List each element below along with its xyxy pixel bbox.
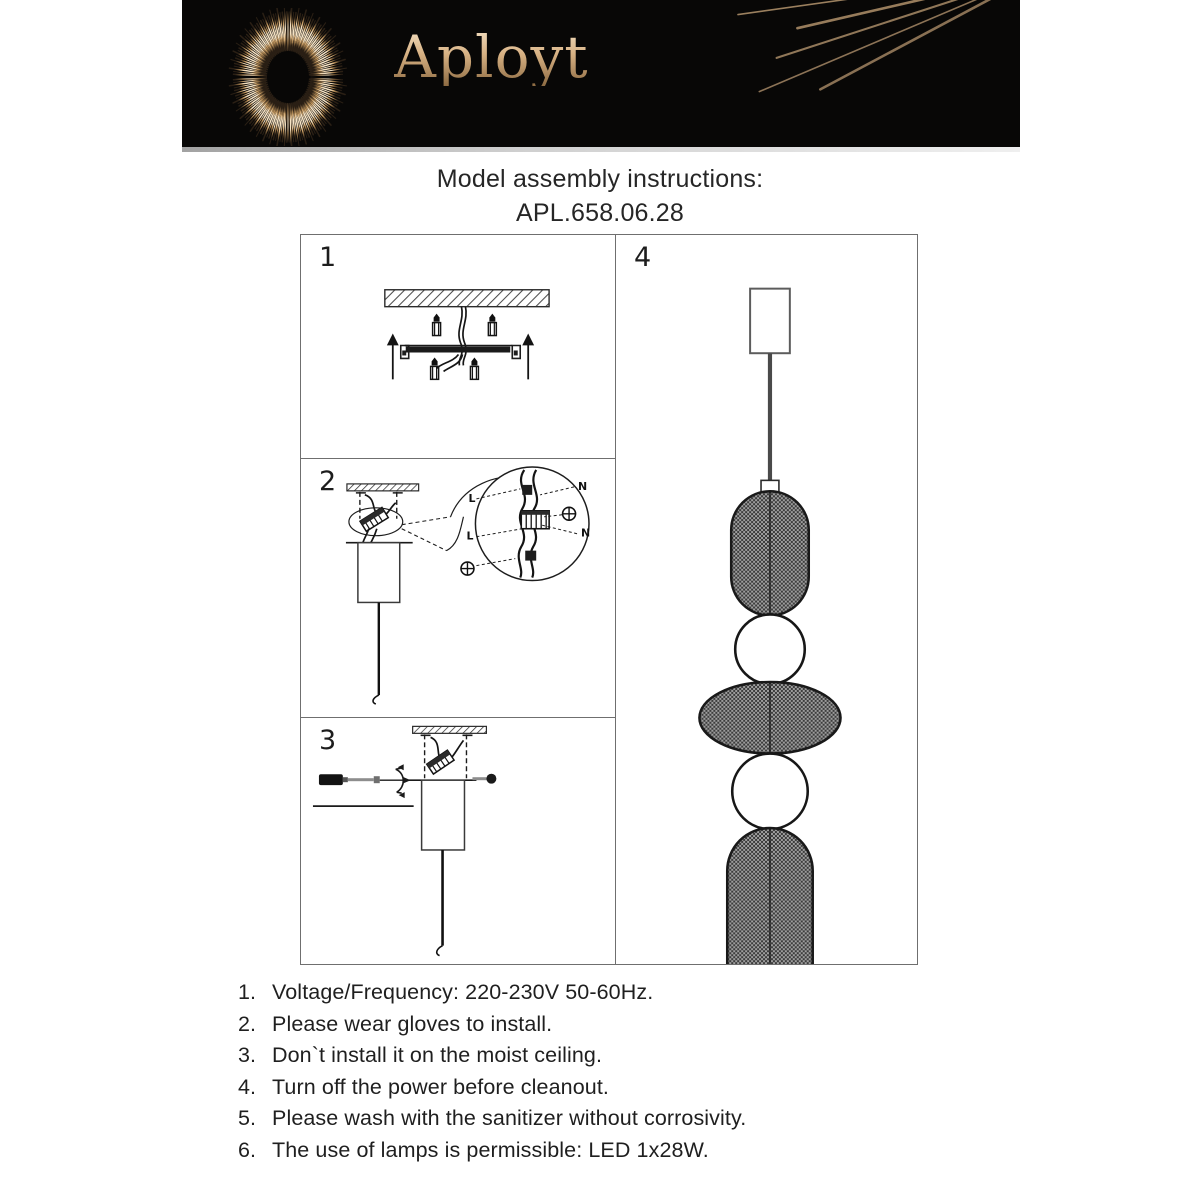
brand-banner: Aployt — [182, 0, 1020, 152]
lamp-canopy — [749, 287, 791, 355]
note-index: 3. — [238, 1043, 256, 1067]
note-text: The use of lamps is permissible: LED 1x2… — [272, 1137, 709, 1162]
step-1-number: 1 — [319, 242, 337, 273]
note-row: 4. Turn off the power before cleanout. — [238, 1073, 998, 1102]
note-index: 2. — [238, 1011, 256, 1036]
safety-notes-list: 1. Voltage/Frequency: 220-230V 50-60Hz. … — [238, 978, 998, 1167]
note-row: 5. Please wash with the sanitizer withou… — [238, 1104, 998, 1133]
step-3-diagram — [312, 725, 497, 957]
lamp-sphere-upper — [733, 613, 807, 686]
step-2-panel: 2 — [301, 459, 615, 718]
note-text: Please wash with the sanitizer without c… — [272, 1106, 747, 1130]
note-index: 4. — [238, 1074, 256, 1099]
wire-label-neutral-top: N — [578, 480, 587, 493]
step-2-diagram: L N L N — [345, 466, 590, 705]
finished-lamp-diagram — [698, 287, 842, 964]
step-4-number: 4 — [634, 242, 652, 273]
note-index: 6. — [238, 1137, 256, 1162]
title-heading: Model assembly instructions: — [436, 165, 764, 193]
assembly-step-table: 1 — [300, 234, 918, 965]
banner-baseline — [182, 147, 1020, 152]
note-text: Please wear gloves to install. — [272, 1011, 553, 1036]
step-1-panel: 1 — [301, 235, 615, 459]
note-text: Turn off the power before cleanout. — [272, 1074, 609, 1099]
wire-label-neutral-bottom: N — [581, 527, 590, 540]
note-index: 1. — [238, 980, 256, 1004]
note-row: 6. The use of lamps is permissible: LED … — [238, 1136, 998, 1165]
lamp-sphere-lower — [730, 752, 810, 831]
step-4-panel: 4 — [616, 235, 917, 964]
screwdriver-icon — [318, 774, 380, 786]
step-1-diagram — [384, 289, 550, 381]
note-row: 3. Don`t install it on the moist ceiling… — [238, 1041, 998, 1070]
wire-label-live-top: L — [468, 492, 475, 505]
step-2-number: 2 — [319, 466, 337, 497]
ray-fan-decoration-icon — [737, 0, 992, 93]
wire-label-live-bottom: L — [466, 530, 473, 543]
sunburst-logo-icon — [228, 8, 348, 146]
step-3-number: 3 — [319, 725, 337, 756]
note-row: 1. Voltage/Frequency: 220-230V 50-60Hz. — [238, 978, 998, 1007]
note-row: 2. Please wear gloves to install. — [238, 1010, 998, 1039]
title-model-code: APL.658.06.28 — [515, 199, 685, 227]
note-text: Voltage/Frequency: 220-230V 50-60Hz. — [272, 980, 654, 1004]
ground-symbol-icon — [460, 506, 577, 576]
step-3-panel: 3 — [301, 718, 615, 966]
page-title: Model assembly instructions: APL.658.06.… — [0, 162, 1200, 230]
note-text: Don`t install it on the moist ceiling. — [272, 1043, 603, 1067]
steps-column-left: 1 — [301, 235, 616, 964]
brand-wordmark: Aployt — [394, 23, 589, 91]
note-index: 5. — [238, 1106, 256, 1130]
